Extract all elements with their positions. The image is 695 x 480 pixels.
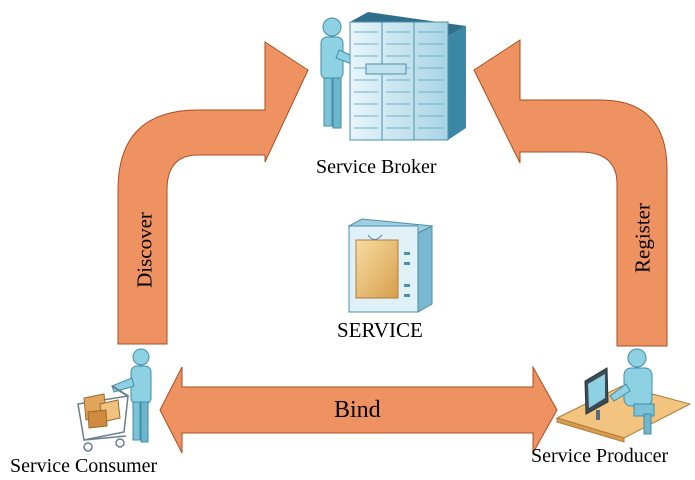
bind-label: Bind [334, 397, 381, 423]
producer-person-icon [609, 348, 655, 435]
discover-arrow [117, 41, 309, 345]
service-broker-icon [320, 12, 466, 141]
discover-label: Discover [132, 212, 157, 288]
service-label: SERVICE [337, 318, 423, 342]
register-arrow [473, 39, 668, 347]
server-rack-icon [349, 12, 466, 141]
service-computer-icon [347, 218, 434, 313]
bind-arrow [159, 365, 558, 455]
service-consumer-icon [77, 348, 152, 452]
service-producer-icon [555, 348, 692, 443]
service-broker-label: Service Broker [316, 156, 437, 178]
shopping-cart-icon [77, 385, 129, 452]
producer-monitor-icon [584, 367, 609, 420]
service-producer-label: Service Producer [531, 445, 669, 467]
consumer-person-icon [111, 348, 152, 443]
service-consumer-label: Service Consumer [10, 455, 158, 477]
register-label: Register [630, 203, 655, 273]
